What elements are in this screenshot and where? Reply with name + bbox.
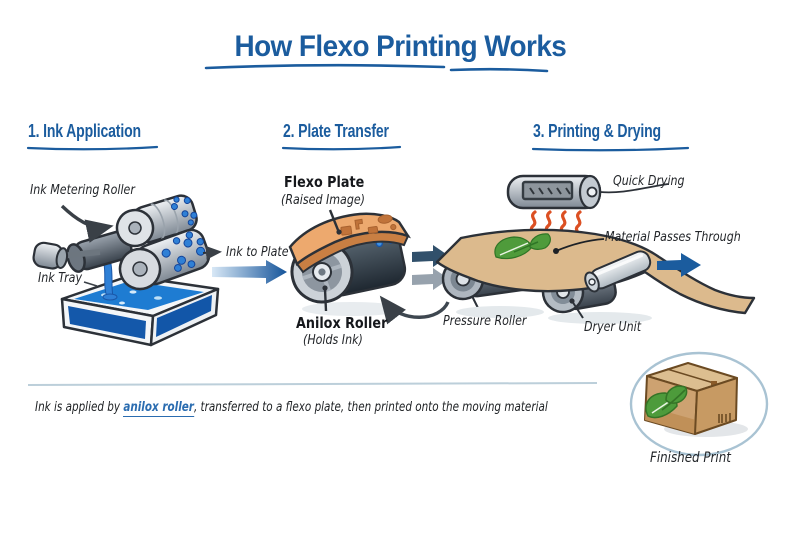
label-material-passes: Material Passes Through (605, 229, 741, 245)
ink-tray-illustration (60, 274, 220, 347)
leaf-print-icon (494, 233, 551, 260)
material-pointer (553, 238, 605, 254)
cardboard-box-illustration (644, 362, 738, 435)
label-ink-to-plate: Ink to Plate (226, 244, 289, 260)
guide-roller-illustration (584, 250, 652, 293)
label-dryer-unit: Dryer Unit (584, 319, 642, 335)
caption-anilox-roller: anilox roller (123, 400, 194, 417)
box-leaf-icon (645, 385, 688, 419)
printing-drying-illustration (435, 174, 756, 324)
caption-prefix: Ink is applied by (35, 400, 124, 415)
ink-metering-roller-illustration (115, 194, 198, 248)
label-raised-image: (Raised Image) (281, 192, 365, 208)
page-title: How Flexo Printing Works (234, 30, 566, 63)
plate-pointers (322, 209, 342, 312)
divider-line (27, 382, 598, 386)
feeder-illustration (32, 241, 101, 270)
plate-transfer-illustration (288, 209, 481, 325)
heading-printing-drying: 3. Printing & Drying (533, 121, 661, 141)
ink-application-illustration (32, 194, 287, 347)
dryer-cylinder-illustration (506, 174, 669, 210)
exit-arrow-icon (657, 253, 701, 277)
ink-to-plate-pointer (202, 245, 222, 260)
label-ink-tray: Ink Tray (38, 270, 83, 286)
label-pressure-roller: Pressure Roller (443, 313, 527, 329)
raised-image-pattern (340, 214, 397, 236)
heading-ink-application: 1. Ink Application (28, 121, 141, 141)
vent-ticks (529, 187, 571, 195)
ink-drip-icon (102, 263, 118, 301)
return-arrow-icon (379, 295, 450, 325)
dryer-pointer (569, 298, 584, 319)
ink-to-plate-arrow-icon (212, 260, 287, 284)
label-flexo-plate: Flexo Plate (284, 173, 365, 191)
flexo-plate-illustration (288, 212, 412, 274)
summary-caption: Ink is applied by anilox roller, transfe… (35, 400, 548, 417)
applicator-roller-illustration (118, 228, 211, 291)
label-holds-ink: (Holds Ink) (303, 332, 363, 348)
label-anilox-roller: Anilox Roller (296, 314, 388, 332)
metering-pointer-arrow (60, 204, 114, 243)
label-finished-print: Finished Print (650, 450, 731, 466)
tray-pointer (83, 281, 98, 287)
heading-plate-transfer: 2. Plate Transfer (283, 121, 389, 141)
heading-underlines (26, 145, 690, 152)
ink-surface (74, 281, 204, 310)
label-ink-metering-roller: Ink Metering Roller (30, 182, 135, 198)
label-quick-drying: Quick Drying (613, 173, 685, 189)
finished-print-circle (629, 351, 769, 457)
title-underline (204, 63, 549, 73)
barcode-icon (718, 413, 731, 423)
caption-suffix: , transferred to a flexo plate, then pri… (193, 400, 548, 415)
